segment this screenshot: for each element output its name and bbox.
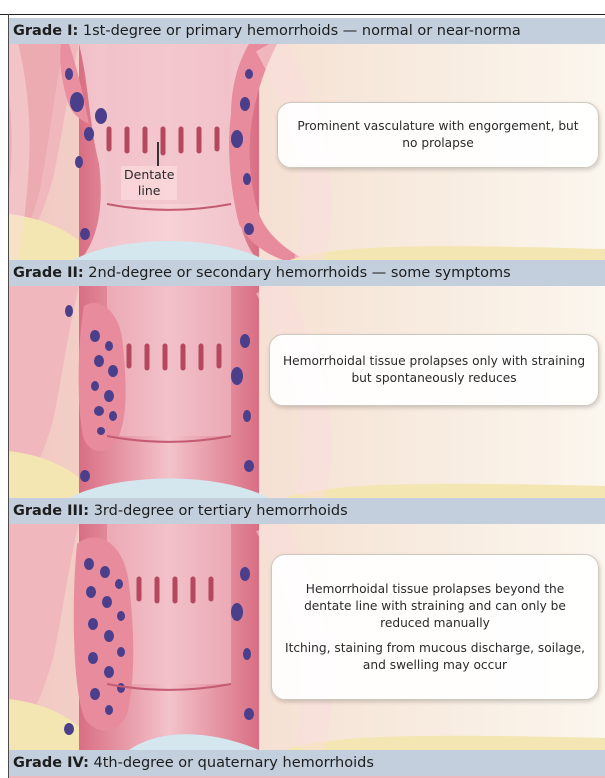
grade-3-title: 3rd-degree or tertiary hemorrhoids — [89, 503, 348, 519]
grade-4-title: 4th-degree or quaternary hemorrhoids — [89, 755, 374, 771]
dentate-line-label: Dentate line — [121, 166, 177, 200]
grade-1-illustration: Dentate line Prominent vasculature with … — [9, 44, 605, 262]
grade-1-title: 1st-degree or primary hemorrhoids — norm… — [78, 23, 521, 39]
grade-3-header: Grade III: 3rd-degree or tertiary hemorr… — [9, 498, 605, 524]
grade-3-label: Grade III: — [13, 503, 89, 519]
grade-4-header: Grade IV: 4th-degree or quaternary hemor… — [9, 750, 605, 776]
grade-2-header: Grade II: 2nd-degree or secondary hemorr… — [9, 260, 605, 286]
hemorrhoid-grades-figure: Grade I: 1st-degree or primary hemorrhoi… — [8, 14, 605, 778]
grade-1-header: Grade I: 1st-degree or primary hemorrhoi… — [9, 18, 605, 44]
grade-2-callout: Hemorrhoidal tissue prolapses only with … — [269, 334, 599, 406]
dentate-line-pointer — [157, 142, 159, 166]
top-bar — [0, 0, 605, 15]
grade-4-label: Grade IV: — [13, 755, 89, 771]
grade-2-illustration: Hemorrhoidal tissue prolapses only with … — [9, 286, 605, 498]
grade-3-callout: Hemorrhoidal tissue prolapses beyond the… — [271, 554, 599, 700]
grade-1-callout: Prominent vasculature with engorgement, … — [277, 102, 599, 168]
grade-1-label: Grade I: — [13, 23, 78, 39]
grade-2-title: 2nd-degree or secondary hemorrhoids — so… — [84, 265, 511, 281]
grade-3-illustration: Hemorrhoidal tissue prolapses beyond the… — [9, 524, 605, 750]
grade-2-label: Grade II: — [13, 265, 84, 281]
